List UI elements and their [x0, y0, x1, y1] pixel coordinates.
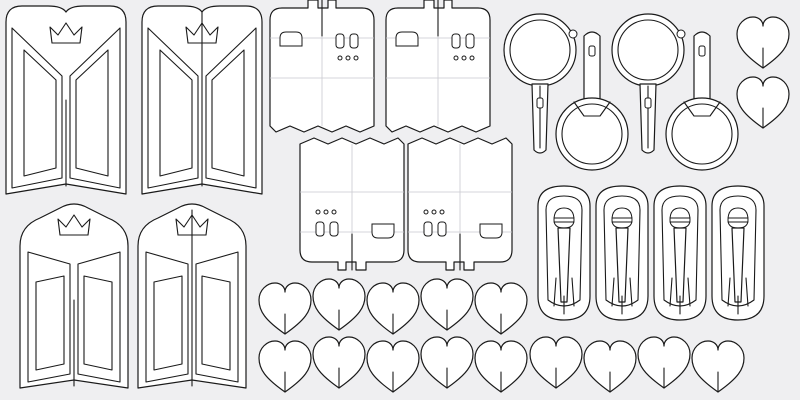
emblem-panel-4: [137, 203, 247, 389]
heart-piece: [637, 336, 691, 389]
heart-piece: [312, 336, 366, 389]
emblem-panel-3: [19, 203, 129, 389]
heart-piece: [736, 76, 790, 129]
house-piece-4: [407, 137, 513, 271]
heart-piece: [258, 340, 312, 393]
microphone-piece-3: [653, 185, 707, 321]
emblem-panel-1: [5, 5, 127, 195]
heart-piece: [474, 282, 528, 335]
emblem-panel-2: [141, 5, 263, 195]
heart-piece: [366, 340, 420, 393]
heart-piece: [420, 278, 474, 331]
microphone-piece-1: [537, 185, 591, 321]
heart-piece: [366, 282, 420, 335]
heart-piece: [736, 16, 790, 69]
heart-piece: [583, 340, 637, 393]
heart-piece: [529, 336, 583, 389]
house-piece-3: [299, 137, 405, 271]
heart-piece: [420, 336, 474, 389]
house-piece-2: [385, 0, 491, 133]
microphone-piece-2: [595, 185, 649, 321]
microphone-piece-4: [711, 185, 765, 321]
house-piece-1: [269, 0, 375, 133]
heart-piece: [474, 340, 528, 393]
heart-piece: [258, 282, 312, 335]
heart-piece: [691, 340, 745, 393]
heart-piece: [312, 278, 366, 331]
